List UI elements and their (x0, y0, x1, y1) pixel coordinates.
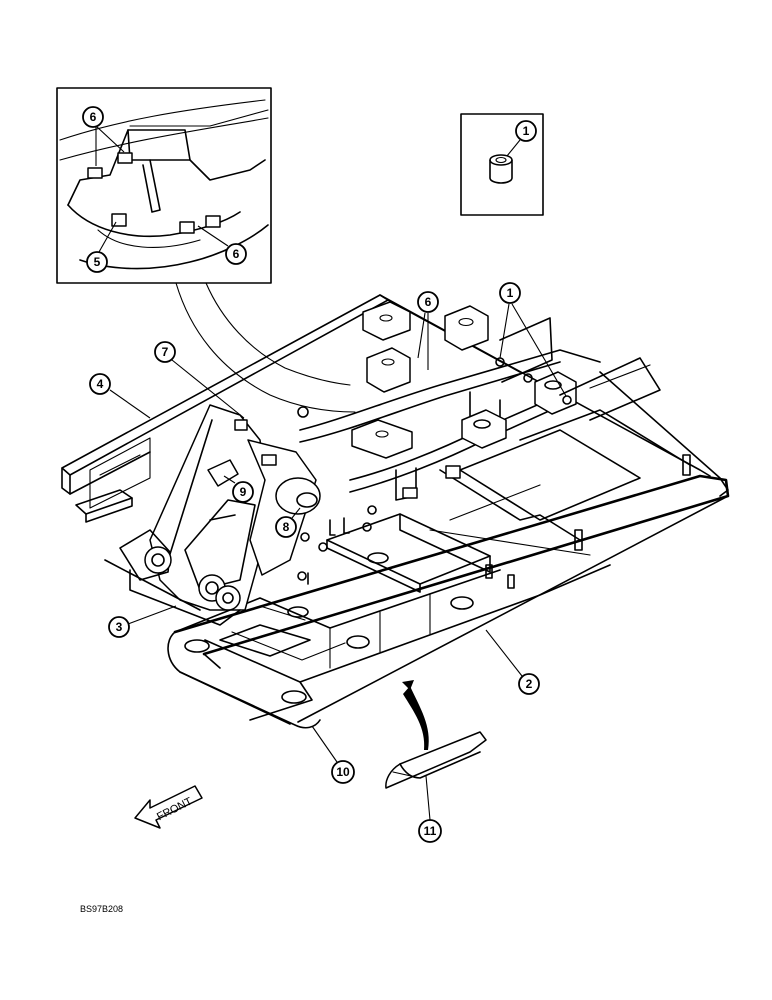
callout-6-main: 6 (417, 291, 439, 370)
cover-strip (385, 731, 487, 789)
drawing-reference: BS97B208 (80, 904, 123, 914)
main-frame (61, 294, 730, 729)
callout-2: 2 (485, 629, 540, 695)
pedestal-6 (461, 409, 507, 449)
callout-4: 4 (89, 373, 151, 419)
callout-1-inset: 1 (506, 120, 537, 157)
callout-9-label: 9 (240, 485, 247, 499)
callout-8: 8 (275, 507, 301, 538)
callout-1-main-label: 1 (507, 286, 514, 300)
callout-2-label: 2 (526, 677, 533, 691)
removal-arrow (402, 680, 429, 750)
callout-6-inset-bottom: 6 (197, 225, 247, 265)
pedestal-3 (366, 347, 411, 393)
callout-6-main-label: 6 (425, 295, 432, 309)
callout-3: 3 (108, 605, 177, 638)
callout-7: 7 (154, 341, 245, 419)
callout-5: 5 (86, 221, 117, 273)
callout-5-label: 5 (94, 255, 101, 269)
inset-leader-curves (175, 282, 356, 413)
callout-9: 9 (223, 475, 254, 503)
pedestal-1 (362, 301, 411, 341)
callout-10: 10 (311, 725, 355, 784)
callout-11-label: 11 (424, 824, 437, 838)
callout-3-label: 3 (116, 620, 123, 634)
callout-1-main: 1 (499, 282, 567, 397)
callout-6-inset-top: 6 (82, 106, 125, 166)
callout-6-inset-top-label: 6 (90, 110, 97, 124)
callout-7-label: 7 (162, 345, 169, 359)
detail-inset (56, 87, 272, 284)
callout-10-label: 10 (336, 765, 350, 779)
callout-11: 11 (418, 775, 442, 843)
callout-6-inset-bottom-label: 6 (233, 247, 240, 261)
pedestal-5 (351, 419, 413, 459)
callout-8-label: 8 (283, 520, 290, 534)
callout-4-label: 4 (97, 377, 104, 391)
front-direction-arrow: FRONT (134, 785, 203, 829)
pedestal-2 (444, 305, 489, 351)
bushing-inset (460, 113, 544, 216)
callout-1-inset-label: 1 (523, 124, 530, 138)
